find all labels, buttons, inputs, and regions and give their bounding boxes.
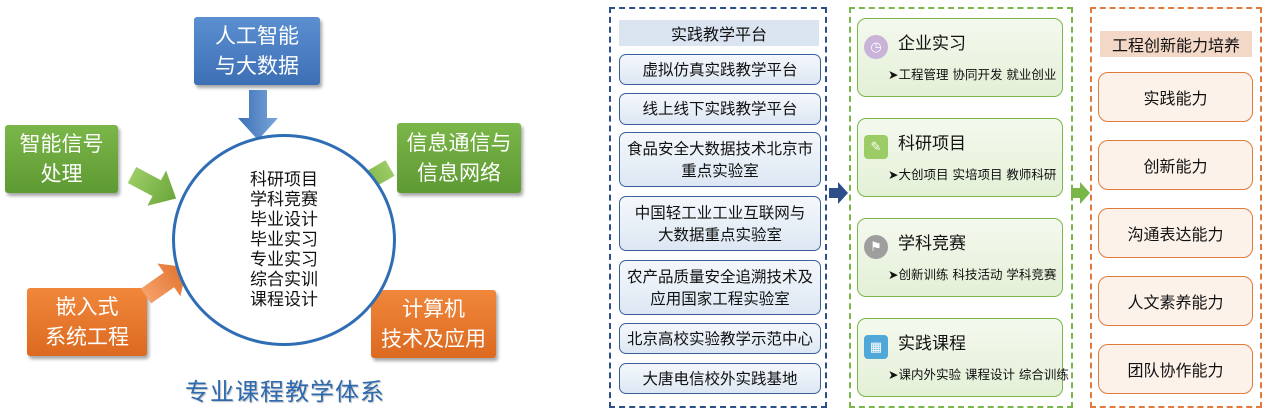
capability-box: 沟通表达能力 (1098, 208, 1253, 258)
hub-item: 课程设计 (250, 290, 318, 310)
activity-card-internship: ◷ 企业实习 ➤工程管理 协同开发 就业创业 (857, 18, 1063, 97)
activity-card-practice: ▦ 实践课程 ➤课内外实验 课程设计 综合训练 (857, 318, 1069, 397)
platforms-title: 实践教学平台 (619, 20, 819, 46)
activity-items: ➤大创项目 实培项目 教师科研 (888, 167, 1057, 182)
topic-line: 信息网络 (417, 161, 501, 185)
capability-box: 创新能力 (1098, 140, 1253, 190)
curriculum-hub: 科研项目 学科竞赛 毕业设计 毕业实习 专业实习 综合实训 课程设计 (172, 134, 396, 346)
arrow-right-icon (122, 157, 186, 217)
topic-line: 与大数据 (215, 54, 299, 78)
clock-icon: ◷ (864, 35, 888, 59)
topic-line: 技术及应用 (381, 327, 486, 351)
topic-line: 计算机 (402, 297, 465, 321)
topic-smart-signal: 智能信号 处理 (5, 125, 118, 193)
activity-title: 科研项目 (898, 134, 966, 154)
capabilities-panel (1090, 7, 1262, 408)
platform-line: 虚拟仿真实践教学平台 (642, 60, 798, 79)
topic-line: 智能信号 (19, 132, 104, 156)
topic-embedded: 嵌入式 系统工程 (27, 288, 147, 356)
topic-line: 人工智能 (215, 24, 299, 48)
hub-item: 毕业实习 (250, 230, 318, 250)
activity-title: 实践课程 (898, 334, 966, 354)
platform-line: 北京高校实验教学示范中心 (626, 329, 813, 348)
platform-line: 农产品质量安全追溯技术及 (626, 267, 813, 286)
capability-box: 实践能力 (1098, 72, 1253, 122)
arrow-right-icon (1071, 182, 1090, 204)
document-icon: ✎ (864, 135, 888, 159)
arrow-right-icon (829, 182, 848, 204)
capability-box: 人文素养能力 (1098, 276, 1253, 326)
platform-box: 线上线下实践教学平台 (619, 93, 821, 125)
platform-box: 大唐电信校外实践基地 (619, 363, 821, 394)
hub-item: 学科竞赛 (250, 190, 318, 210)
topic-info-network: 信息通信与 信息网络 (397, 123, 521, 193)
capability-box: 团队协作能力 (1098, 344, 1253, 394)
capabilities-title: 工程创新能力培养 (1100, 31, 1252, 57)
platform-line: 大数据重点实验室 (657, 225, 782, 244)
activity-card-research: ✎ 科研项目 ➤大创项目 实培项目 教师科研 (857, 118, 1063, 197)
diagram-caption: 专业课程教学体系 (185, 378, 385, 406)
platform-line: 重点实验室 (681, 161, 759, 180)
platform-line: 大唐电信校外实践基地 (642, 369, 798, 388)
arrow-down-icon (238, 90, 278, 140)
activity-items: ➤工程管理 协同开发 就业创业 (888, 67, 1057, 82)
platform-box: 中国轻工业工业互联网与 大数据重点实验室 (619, 196, 821, 251)
activity-title: 企业实习 (898, 34, 966, 54)
activities-panel (849, 7, 1073, 408)
platforms-panel (609, 7, 827, 408)
activity-title: 学科竞赛 (898, 234, 966, 254)
topic-line: 嵌入式 (55, 295, 119, 319)
hub-item: 专业实习 (250, 250, 318, 270)
topic-ai-bigdata: 人工智能 与大数据 (194, 17, 320, 85)
activity-card-competition: ⚑ 学科竞赛 ➤创新训练 科技活动 学科竞赛 (857, 218, 1063, 297)
platform-box: 虚拟仿真实践教学平台 (619, 54, 821, 85)
activity-items: ➤课内外实验 课程设计 综合训练 (888, 367, 1069, 382)
topic-line: 处理 (40, 162, 83, 186)
platform-box: 北京高校实验教学示范中心 (619, 323, 821, 354)
platform-line: 线上线下实践教学平台 (642, 100, 798, 118)
topic-line: 信息通信与 (406, 131, 512, 155)
hub-item: 毕业设计 (250, 210, 318, 230)
platform-line: 应用国家工程实验室 (650, 289, 790, 308)
flag-icon: ⚑ (864, 235, 888, 259)
activity-items: ➤创新训练 科技活动 学科竞赛 (888, 267, 1057, 282)
platform-box: 农产品质量安全追溯技术及 应用国家工程实验室 (619, 260, 821, 315)
platform-line: 中国轻工业工业互联网与 (634, 203, 806, 222)
topic-computer: 计算机 技术及应用 (371, 290, 496, 358)
platform-line: 食品安全大数据技术北京市 (626, 139, 813, 158)
chart-icon: ▦ (864, 335, 888, 359)
topic-line: 系统工程 (45, 325, 129, 349)
platform-box: 食品安全大数据技术北京市 重点实验室 (619, 132, 821, 187)
hub-item: 科研项目 (250, 170, 318, 190)
hub-item: 综合实训 (250, 270, 318, 290)
